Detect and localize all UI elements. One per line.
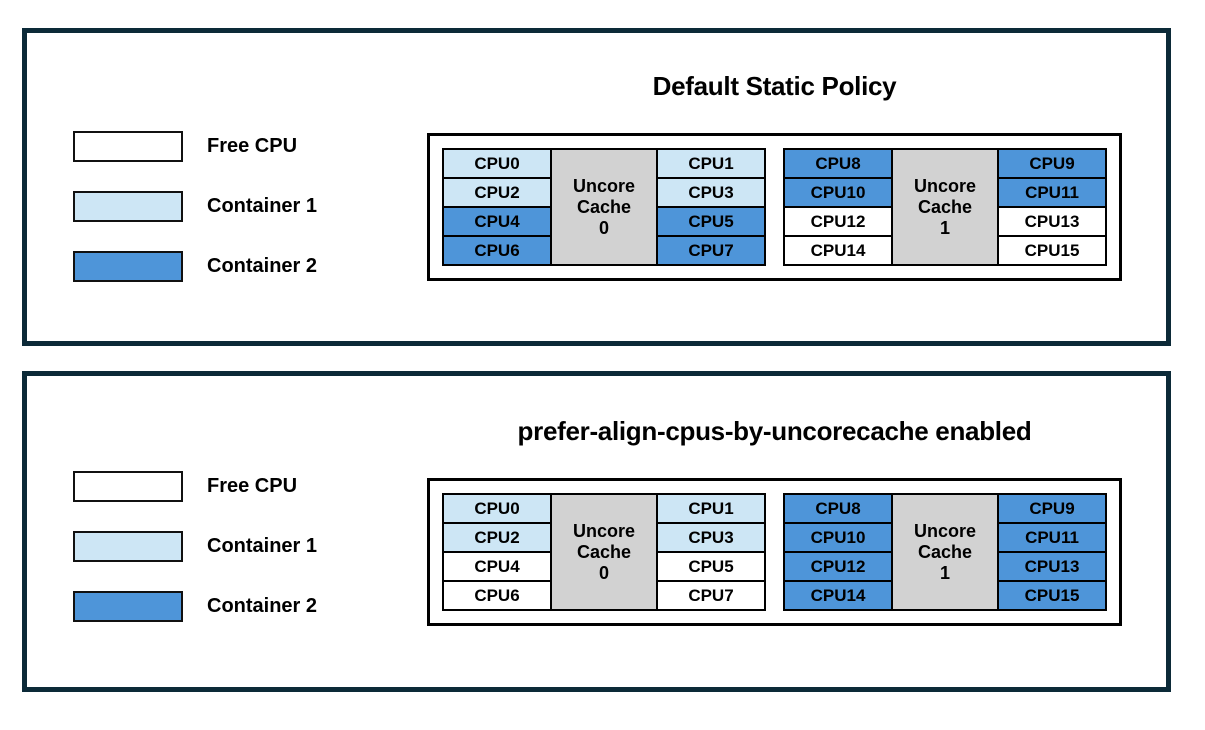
uncore-cache-label: 0: [598, 217, 609, 238]
uncore-cache-label: 1: [939, 562, 950, 583]
uncore-cache-1-box: Uncore Cache 1: [891, 148, 999, 266]
uncore-cache-label: Cache: [576, 541, 631, 562]
cpu-column: CPU9 CPU11 CPU13 CPU15: [997, 493, 1107, 611]
cpu-cell: CPU4: [442, 551, 552, 582]
cpu-cell: CPU9: [997, 148, 1107, 179]
legend-item-free-cpu: Free CPU: [73, 131, 317, 162]
legend-label: Container 1: [207, 195, 318, 217]
cpu-cell: CPU7: [656, 235, 766, 266]
cpu-cell: CPU15: [997, 235, 1107, 266]
cpu-cell: CPU14: [783, 580, 893, 611]
cpu-cell: CPU9: [997, 493, 1107, 524]
container-1-swatch: [73, 531, 183, 562]
cpu-column: CPU8 CPU10 CPU12 CPU14: [783, 493, 893, 611]
uncore-cache-1-box: Uncore Cache 1: [891, 493, 999, 611]
cpu-cell: CPU10: [783, 522, 893, 553]
uncore-cache-label: Cache: [917, 541, 972, 562]
cpu-cell: CPU11: [997, 177, 1107, 208]
cpu-cell: CPU8: [783, 493, 893, 524]
legend-item-container-1: Container 1: [73, 191, 317, 222]
cpu-cell: CPU11: [997, 522, 1107, 553]
cpu-cell: CPU0: [442, 493, 552, 524]
cpu-topology-diagram: CPU0 CPU2 CPU4 CPU6 Uncore Cache 0 CPU1 …: [427, 478, 1122, 626]
cpu-cell: CPU13: [997, 206, 1107, 237]
panel-default-static-policy: Default Static Policy Free CPU Container…: [22, 28, 1171, 346]
legend-item-container-1: Container 1: [73, 531, 317, 562]
container-1-swatch: [73, 191, 183, 222]
cpu-column: CPU0 CPU2 CPU4 CPU6: [442, 493, 552, 611]
uncore-cache-0-box: Uncore Cache 0: [550, 148, 658, 266]
cpu-cell: CPU13: [997, 551, 1107, 582]
container-2-swatch: [73, 251, 183, 282]
cpu-cell: CPU6: [442, 235, 552, 266]
cpu-column: CPU1 CPU3 CPU5 CPU7: [656, 148, 766, 266]
legend-label: Free CPU: [207, 135, 298, 157]
cpu-column: CPU1 CPU3 CPU5 CPU7: [656, 493, 766, 611]
legend-label: Container 2: [207, 255, 318, 277]
uncore-cache-label: Cache: [917, 196, 972, 217]
legend-label: Container 1: [207, 535, 318, 557]
cpu-cell: CPU1: [656, 148, 766, 179]
free-cpu-swatch: [73, 471, 183, 502]
legend-item-container-2: Container 2: [73, 591, 317, 622]
cpu-topology-diagram: CPU0 CPU2 CPU4 CPU6 Uncore Cache 0 CPU1 …: [427, 133, 1122, 281]
uncore-cache-0-group: CPU0 CPU2 CPU4 CPU6 Uncore Cache 0 CPU1 …: [442, 148, 766, 266]
cpu-cell: CPU12: [783, 206, 893, 237]
cpu-cell: CPU5: [656, 206, 766, 237]
cpu-cell: CPU14: [783, 235, 893, 266]
uncore-cache-label: Cache: [576, 196, 631, 217]
uncore-cache-label: 1: [939, 217, 950, 238]
legend-item-container-2: Container 2: [73, 251, 317, 282]
legend: Free CPU Container 1 Container 2: [73, 471, 317, 651]
uncore-cache-0-box: Uncore Cache 0: [550, 493, 658, 611]
container-2-swatch: [73, 591, 183, 622]
uncore-cache-label: Uncore: [913, 520, 976, 541]
cpu-cell: CPU12: [783, 551, 893, 582]
cpu-cell: CPU4: [442, 206, 552, 237]
cpu-cell: CPU3: [656, 522, 766, 553]
legend-label: Container 2: [207, 595, 318, 617]
cpu-cell: CPU2: [442, 522, 552, 553]
uncore-cache-label: 0: [598, 562, 609, 583]
cpu-cell: CPU15: [997, 580, 1107, 611]
panel-prefer-align-uncorecache: prefer-align-cpus-by-uncorecache enabled…: [22, 371, 1171, 692]
uncore-cache-0-group: CPU0 CPU2 CPU4 CPU6 Uncore Cache 0 CPU1 …: [442, 493, 766, 611]
page-title: Default Static Policy: [652, 71, 897, 101]
cpu-cell: CPU10: [783, 177, 893, 208]
cpu-column: CPU8 CPU10 CPU12 CPU14: [783, 148, 893, 266]
cpu-column: CPU0 CPU2 CPU4 CPU6: [442, 148, 552, 266]
cpu-cell: CPU2: [442, 177, 552, 208]
legend-label: Free CPU: [207, 475, 298, 497]
cpu-cell: CPU7: [656, 580, 766, 611]
cpu-cell: CPU1: [656, 493, 766, 524]
cpu-cell: CPU0: [442, 148, 552, 179]
uncore-cache-label: Uncore: [913, 175, 976, 196]
legend-item-free-cpu: Free CPU: [73, 471, 317, 502]
free-cpu-swatch: [73, 131, 183, 162]
cpu-cell: CPU6: [442, 580, 552, 611]
cpu-cell: CPU5: [656, 551, 766, 582]
cpu-cell: CPU3: [656, 177, 766, 208]
uncore-cache-1-group: CPU8 CPU10 CPU12 CPU14 Uncore Cache 1 CP…: [783, 148, 1107, 266]
legend: Free CPU Container 1 Container 2: [73, 131, 317, 311]
page-title: prefer-align-cpus-by-uncorecache enabled: [517, 416, 1032, 446]
cpu-column: CPU9 CPU11 CPU13 CPU15: [997, 148, 1107, 266]
cpu-cell: CPU8: [783, 148, 893, 179]
uncore-cache-1-group: CPU8 CPU10 CPU12 CPU14 Uncore Cache 1 CP…: [783, 493, 1107, 611]
uncore-cache-label: Uncore: [572, 520, 635, 541]
uncore-cache-label: Uncore: [572, 175, 635, 196]
